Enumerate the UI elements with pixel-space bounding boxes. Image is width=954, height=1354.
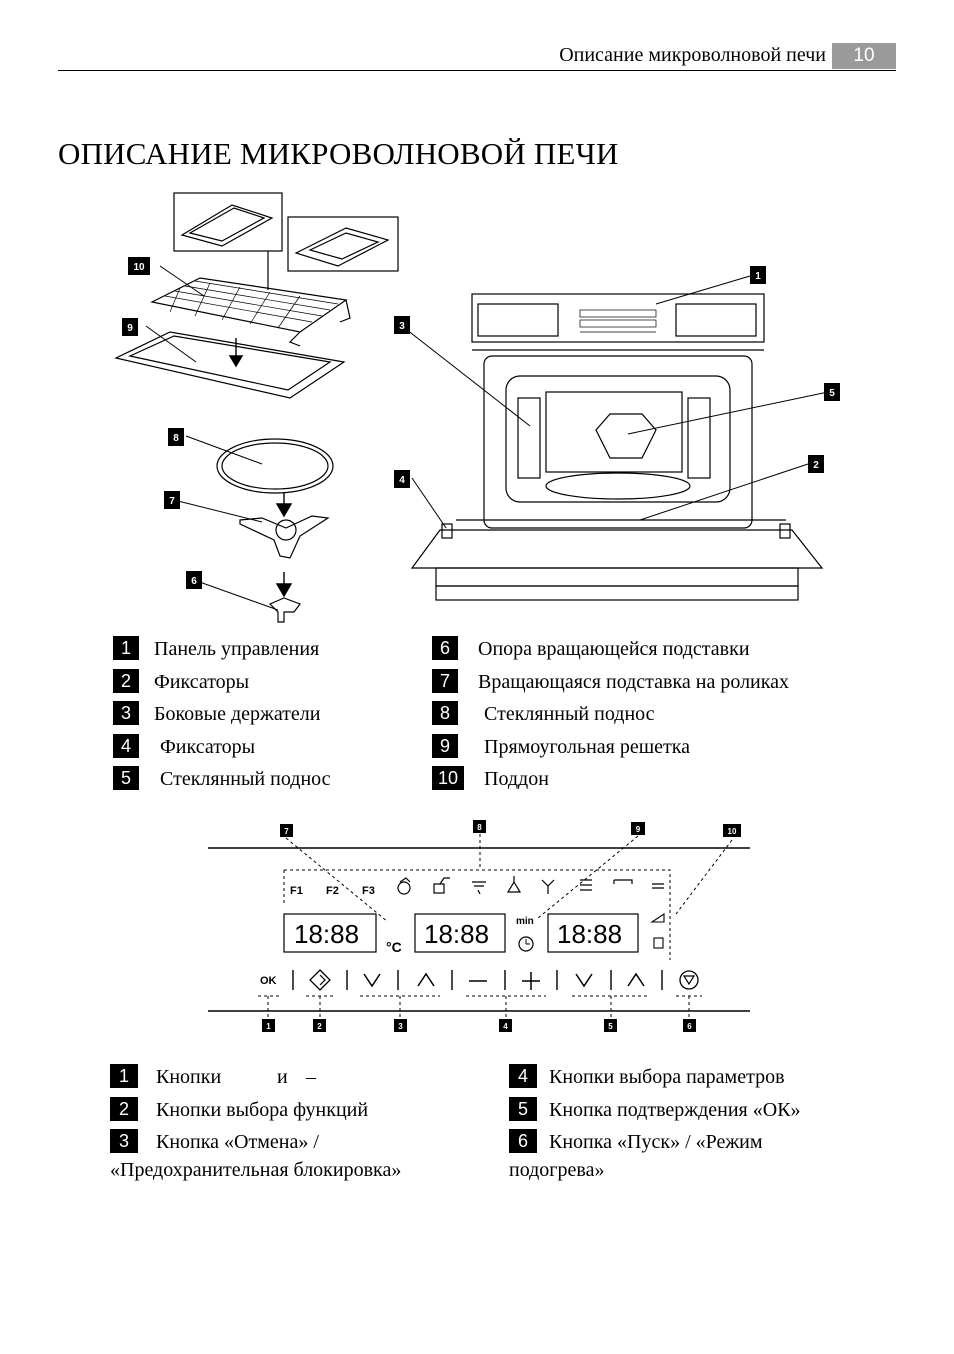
- legend2-badge: 4: [509, 1064, 537, 1088]
- legend2-badge: 6: [509, 1129, 537, 1153]
- callout-9: 9: [127, 323, 133, 334]
- func-f3-label: F3: [362, 885, 375, 897]
- legend1-item-5: 5 Стеклянный поднос: [113, 766, 331, 792]
- legend2-label: Кнопки: [156, 1066, 222, 1088]
- callout-4: 4: [399, 475, 405, 486]
- control-panel-diagram: F1 F2 F3 OK min °C 18:88 18:88 18:88 7 8…: [208, 820, 750, 1032]
- legend1-label: Стеклянный поднос: [160, 768, 331, 790]
- legend2-label: Кнопки выбора функций: [156, 1099, 369, 1121]
- legend2-badge: 3: [110, 1129, 138, 1153]
- panel-callout-b2: 2: [317, 1022, 322, 1031]
- legend1-item-8: 8 Стеклянный поднос: [432, 701, 655, 727]
- callout-10: 10: [133, 262, 145, 273]
- legend1-label: Прямоугольная решетка: [484, 736, 691, 758]
- legend2-item-1: 1 Кнопки и –: [110, 1064, 316, 1090]
- legend2-label-minus: –: [306, 1066, 316, 1088]
- legend1-item-10: 10 Поддон: [432, 766, 549, 792]
- legend1-item-3: 3 Боковые держатели: [113, 701, 320, 727]
- panel-callout-b5: 5: [608, 1022, 613, 1031]
- panel-callout-9: 9: [636, 825, 641, 834]
- legend1-item-9: 9 Прямоугольная решетка: [432, 734, 690, 760]
- inset-box-right: [287, 216, 399, 272]
- legend2-item-6-line2: подогрева»: [509, 1159, 605, 1181]
- display-1: 18:88: [294, 919, 359, 949]
- panel-callout-8: 8: [477, 823, 482, 832]
- legend1-item-7: 7 Вращающаяся подставка на роликах: [432, 669, 789, 695]
- page-number: 10: [832, 43, 896, 69]
- callout-8: 8: [173, 433, 179, 444]
- legend2-label: Кнопка «Пуск» / «Режим: [549, 1131, 763, 1153]
- legend1-badge: 10: [432, 766, 464, 790]
- legend1-badge: 9: [432, 734, 458, 758]
- ok-label: OK: [260, 975, 277, 987]
- callout-7: 7: [169, 496, 175, 507]
- legend1-badge: 7: [432, 669, 458, 693]
- legend1-badge: 2: [113, 669, 139, 693]
- legend1-label: Опора вращающейся подставки: [478, 638, 750, 660]
- legend1-item-6: 6 Опора вращающейся подставки: [432, 636, 750, 662]
- min-label: min: [516, 916, 534, 927]
- legend2-badge: 2: [110, 1097, 138, 1121]
- display-3: 18:88: [557, 919, 622, 949]
- panel-callout-b4: 4: [503, 1022, 508, 1031]
- legend2-item-3-line2: «Предохранительная блокировка»: [110, 1159, 402, 1181]
- inset-box-left: [173, 192, 283, 252]
- legend2-badge: 1: [110, 1064, 138, 1088]
- func-f2-label: F2: [326, 885, 339, 897]
- legend1-badge: 5: [113, 766, 139, 790]
- legend2-label: Кнопки выбора параметров: [549, 1066, 785, 1088]
- legend2-item-4: 4 Кнопки выбора параметров: [509, 1064, 785, 1090]
- legend2-item-2: 2 Кнопки выбора функций: [110, 1097, 368, 1123]
- panel-callout-b6: 6: [687, 1022, 692, 1031]
- legend1-label: Боковые держатели: [154, 703, 321, 725]
- legend1-badge: 3: [113, 701, 139, 725]
- legend1-badge: 8: [432, 701, 458, 725]
- panel-callout-b3: 3: [398, 1022, 403, 1031]
- legend1-badge: 4: [113, 734, 139, 758]
- legend1-label: Стеклянный поднос: [484, 703, 655, 725]
- callout-6: 6: [191, 576, 197, 587]
- panel-callout-b1: 1: [266, 1022, 271, 1031]
- legend1-item-1: 1 Панель управления: [113, 636, 319, 662]
- legend1-badge: 6: [432, 636, 458, 660]
- legend1-label: Вращающаяся подставка на роликах: [478, 671, 790, 693]
- page-title: ОПИСАНИЕ МИКРОВОЛНОВОЙ ПЕЧИ: [58, 136, 619, 171]
- temp-unit-label: °C: [386, 939, 402, 955]
- legend1-label: Панель управления: [154, 638, 320, 660]
- func-f1-label: F1: [290, 885, 303, 897]
- legend1-item-2: 2 Фиксаторы: [113, 669, 249, 695]
- header-divider: [58, 70, 896, 71]
- legend2-item-5: 5 Кнопка подтверждения «ОК»: [509, 1097, 801, 1123]
- oven-diagram: 10 9 8 7 6 1 3 5 2 4: [114, 192, 840, 623]
- callout-2: 2: [813, 460, 819, 471]
- legend1-badge: 1: [113, 636, 139, 660]
- legend2-item-3: 3 Кнопка «Отмена» /: [110, 1129, 319, 1155]
- legend2-item-6: 6 Кнопка «Пуск» / «Режим: [509, 1129, 763, 1155]
- legend2-label: Кнопка «Отмена» /: [156, 1131, 319, 1153]
- panel-callout-10: 10: [728, 827, 737, 836]
- legend1-item-4: 4 Фиксаторы: [113, 734, 255, 760]
- legend2-label-and: и: [277, 1066, 288, 1088]
- legend1-label: Фиксаторы: [154, 671, 250, 693]
- legend2-label: Кнопка подтверждения «ОК»: [549, 1099, 801, 1121]
- callout-3: 3: [399, 321, 405, 332]
- callout-5: 5: [829, 388, 835, 399]
- legend2-badge: 5: [509, 1097, 537, 1121]
- display-2: 18:88: [424, 919, 489, 949]
- panel-callout-7: 7: [284, 827, 289, 836]
- legend1-label: Поддон: [484, 768, 549, 790]
- callout-1: 1: [755, 271, 761, 282]
- legend1-label: Фиксаторы: [160, 736, 256, 758]
- header-title: Описание микроволновой печи: [559, 44, 826, 66]
